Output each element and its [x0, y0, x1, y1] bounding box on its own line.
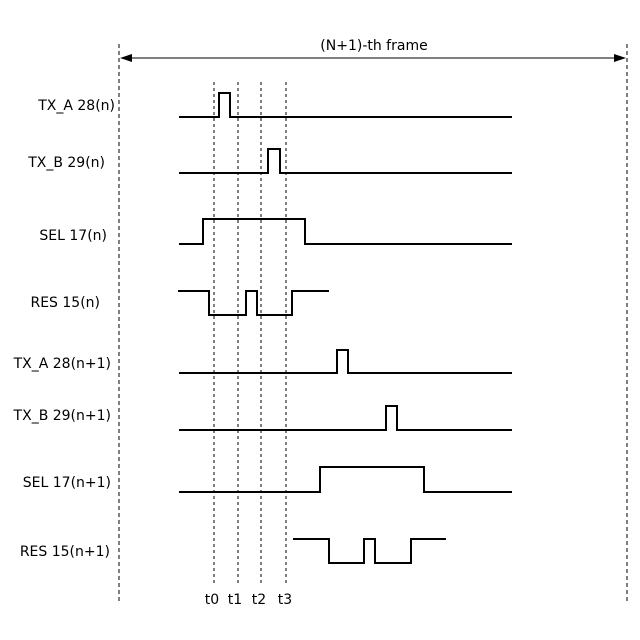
waveform-res-n: [178, 291, 329, 315]
frame-span-arrow: [120, 54, 626, 62]
waveform-tx-b-n1: [179, 406, 512, 430]
arrow-right-icon: [614, 54, 626, 62]
time-marker-label-t3: t3: [278, 592, 292, 608]
signal-label-res-n: RES 15(n): [30, 295, 100, 311]
waveform-sel-n1: [179, 467, 512, 492]
time-marker-label-t2: t2: [252, 592, 266, 608]
waveform-tx-b-n: [179, 149, 512, 173]
arrow-left-icon: [120, 54, 132, 62]
signal-label-sel-n: SEL 17(n): [39, 228, 107, 244]
waveform-tx-a-n1: [179, 350, 512, 373]
signal-label-sel-n1: SEL 17(n+1): [23, 475, 111, 491]
frame-label: (N+1)-th frame: [320, 38, 427, 54]
signal-label-tx-a-n: TX_A 28(n): [37, 98, 115, 114]
time-marker-label-t1: t1: [228, 592, 242, 608]
signal-label-tx-b-n1: TX_B 29(n+1): [13, 408, 111, 424]
signal-label-res-n1: RES 15(n+1): [20, 544, 110, 560]
waveform-res-n1: [293, 539, 446, 563]
waveform-tx-a-n: [179, 93, 512, 117]
time-marker-label-t0: t0: [205, 592, 219, 608]
signal-label-tx-a-n1: TX_A 28(n+1): [13, 356, 111, 372]
waveform-sel-n: [179, 219, 512, 244]
signal-label-tx-b-n: TX_B 29(n): [27, 155, 105, 171]
